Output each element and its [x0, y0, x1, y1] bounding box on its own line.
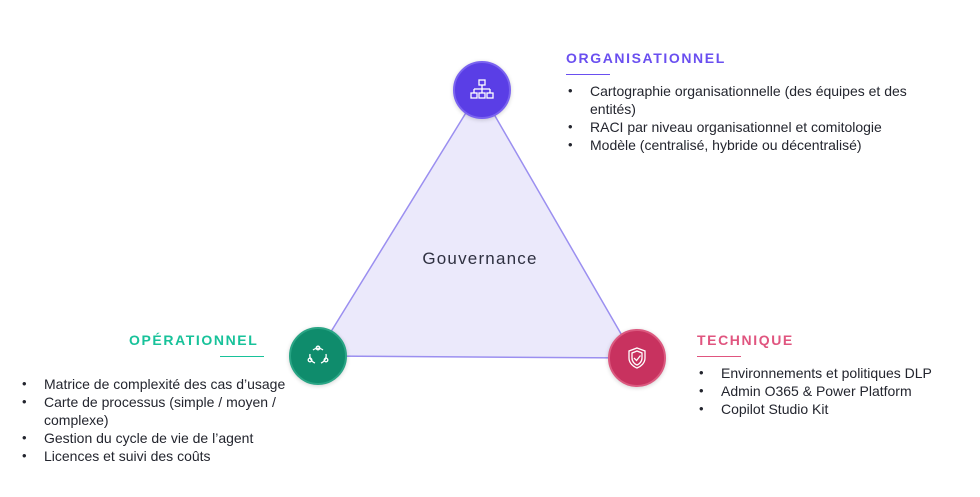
list-item: Admin O365 & Power Platform	[697, 382, 977, 400]
operationnel-heading: OPÉRATIONNEL	[129, 332, 259, 348]
technique-node	[608, 329, 666, 387]
list-item: Environnements et politiques DLP	[697, 364, 977, 382]
technique-list: Environnements et politiques DLP Admin O…	[697, 364, 977, 418]
list-item: Matrice de complexité des cas d’usage	[20, 375, 290, 393]
operationnel-list: Matrice de complexité des cas d’usage Ca…	[20, 375, 290, 465]
shield-check-icon	[628, 347, 646, 369]
list-item: Modèle (centralisé, hybride ou décentral…	[566, 136, 926, 154]
list-item: Copilot Studio Kit	[697, 400, 977, 418]
triangle-shape	[314, 88, 637, 359]
list-item: Carte de processus (simple / moyen / com…	[20, 393, 290, 429]
organisationnel-node	[453, 61, 511, 119]
technique-heading: TECHNIQUE	[697, 332, 794, 348]
list-item: Licences et suivi des coûts	[20, 447, 290, 465]
list-item: RACI par niveau organisationnel et comit…	[566, 118, 926, 136]
org-chart-icon	[470, 79, 494, 99]
operationnel-underline	[220, 356, 264, 357]
list-item: Gestion du cycle de vie de l’agent	[20, 429, 290, 447]
cycle-icon	[307, 345, 329, 364]
organisationnel-heading: ORGANISATIONNEL	[566, 50, 726, 66]
technique-underline	[697, 356, 741, 357]
organisationnel-list: Cartographie organisationnelle (des équi…	[566, 82, 926, 154]
list-item: Cartographie organisationnelle (des équi…	[566, 82, 926, 118]
center-label: Gouvernance	[422, 249, 538, 268]
organisationnel-underline	[566, 74, 610, 75]
operationnel-node	[289, 327, 347, 385]
